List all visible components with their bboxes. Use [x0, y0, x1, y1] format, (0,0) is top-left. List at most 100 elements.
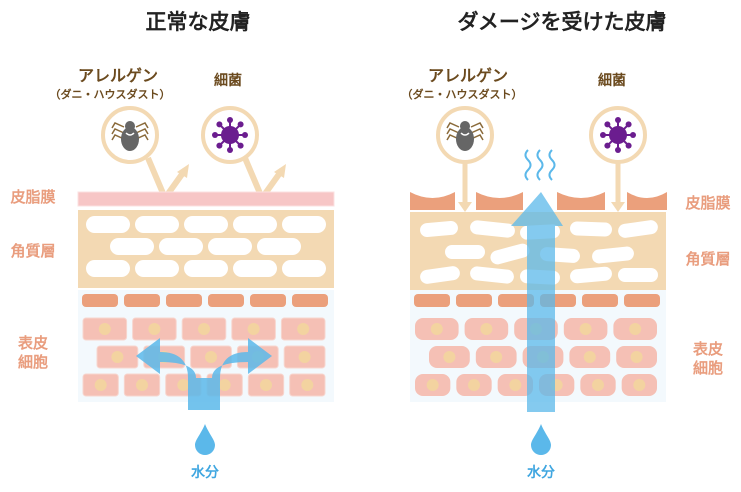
corneocyte [159, 238, 203, 255]
damaged-sebum-segment [410, 192, 455, 210]
cell-nucleus [480, 323, 493, 335]
corneum-label-left: 角質層 [10, 242, 56, 260]
cell-nucleus [177, 379, 190, 391]
corneocyte [282, 260, 326, 277]
epidermis-label-line1: 表皮 [692, 340, 724, 358]
damaged-corneocyte [420, 220, 458, 238]
corneocyte [257, 238, 301, 255]
bacteria-tip [615, 147, 621, 153]
evaporation-wave-icon [536, 149, 544, 181]
basal-cell [582, 294, 618, 307]
bacteria-tip [615, 117, 621, 123]
sebum-label-right: 皮脂膜 [685, 194, 731, 212]
mite-body [121, 127, 139, 151]
damaged-corneocyte [445, 245, 485, 259]
water-loss-arrow [511, 192, 563, 412]
bacteria-tip [630, 132, 636, 138]
sebum-label-left: 皮脂膜 [10, 188, 56, 206]
bacteria-tip [242, 132, 248, 138]
cell-nucleus [633, 379, 646, 391]
water-label-left: 水分 [191, 465, 219, 481]
damaged-sebum-segment [627, 192, 667, 210]
damaged-corneocyte [470, 220, 515, 238]
allergen-sub-left: （ダニ・ハウスダスト） [49, 88, 171, 101]
cell-nucleus [490, 351, 503, 363]
cell-nucleus [260, 379, 272, 391]
allergen-label-right: アレルゲン [427, 66, 509, 85]
water-label-right: 水分 [527, 465, 555, 481]
deflect-arrowhead [177, 164, 189, 178]
corneocyte [86, 216, 130, 233]
penetrate-arrowhead [611, 202, 625, 212]
bacteria-icon [589, 106, 647, 164]
corneocyte [184, 260, 228, 277]
mite-leg [446, 134, 460, 141]
bacteria-tip [216, 121, 223, 128]
basal-cell [624, 294, 660, 307]
cell-nucleus [630, 351, 643, 363]
normal-skin-title: 正常な皮膚 [145, 10, 251, 34]
sebum-membrane [77, 191, 335, 207]
bacteria-tip [625, 142, 632, 149]
mite-mark [125, 132, 135, 136]
basal-cell [498, 294, 534, 307]
basal-cell [250, 294, 286, 307]
cell-nucleus [583, 351, 596, 363]
basal-cell [208, 294, 244, 307]
corneocyte [282, 216, 326, 233]
bacteria-tip [625, 121, 632, 128]
damaged-corneocyte [420, 266, 460, 284]
damaged-corneocyte [592, 246, 634, 264]
bacteria-tip [600, 132, 606, 138]
corneocyte [86, 260, 130, 277]
deflect-arrowhead [274, 164, 286, 178]
cell-nucleus [468, 379, 480, 391]
bacteria-tip [216, 142, 223, 149]
cell-nucleus [629, 323, 642, 335]
damaged-skin-title: ダメージを受けた皮膚 [457, 10, 667, 34]
epidermis-label-line1: 表皮 [17, 334, 49, 352]
bacteria-tip [227, 117, 233, 123]
mite-leg [135, 134, 149, 141]
penetrate-arrowhead [458, 202, 472, 212]
cell-nucleus [148, 323, 161, 335]
basal-cell [166, 294, 202, 307]
water-drop-icon [195, 424, 215, 455]
mite-head [460, 121, 470, 131]
bacteria-core [609, 126, 627, 144]
mite-leg [135, 122, 149, 129]
epidermis-label-line2: 細胞 [692, 359, 724, 377]
cell-nucleus [443, 351, 456, 363]
cell-nucleus [297, 323, 310, 335]
damaged-corneocyte [618, 268, 658, 282]
mite-leg [446, 122, 460, 129]
evaporation-wave-icon [548, 149, 556, 181]
corneocyte [208, 238, 252, 255]
mite-leg [135, 128, 149, 135]
cell-nucleus [111, 351, 124, 363]
basal-cell [124, 294, 160, 307]
mite-leg [111, 128, 125, 135]
corneocyte [184, 216, 228, 233]
bacteria-tip [237, 142, 244, 149]
mite-leg [111, 122, 125, 129]
corneum-label-right: 角質層 [685, 250, 731, 268]
cell-nucleus [218, 379, 231, 391]
damaged-corneocyte [570, 266, 612, 284]
epidermis-label-right: 表皮細胞 [693, 340, 723, 378]
bacteria-icon [201, 106, 259, 164]
damaged-sebum-segment [476, 192, 523, 210]
bacteria-core [221, 126, 239, 144]
cell-nucleus [430, 323, 443, 335]
mite-leg [470, 134, 484, 141]
bacteria-tip [227, 147, 233, 153]
corneocyte [135, 216, 179, 233]
cell-nucleus [579, 323, 592, 335]
cell-nucleus [136, 379, 148, 391]
bacteria-label-left: 細菌 [214, 73, 242, 89]
cell-nucleus [426, 379, 439, 391]
corneocyte [135, 260, 179, 277]
basal-cell [292, 294, 328, 307]
cell-nucleus [298, 351, 311, 363]
